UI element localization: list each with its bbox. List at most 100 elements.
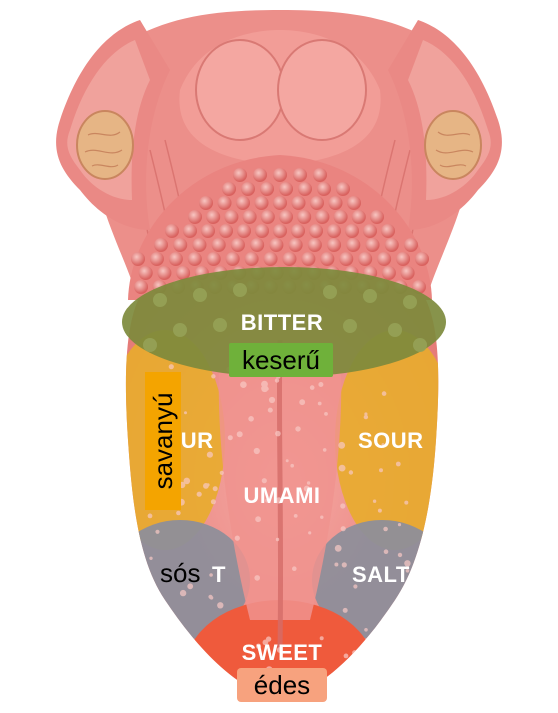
papilla-bump xyxy=(366,238,380,252)
salt-hungarian-label: sós xyxy=(160,560,216,588)
tongue-texture-dot xyxy=(237,431,243,437)
papilla-bump xyxy=(309,224,323,238)
bitter-hungarian-label: keserű xyxy=(229,343,333,377)
salt-right-label: SALT xyxy=(352,562,410,587)
tongue-texture-dot xyxy=(168,639,173,644)
tongue-texture-dot xyxy=(364,628,368,632)
papilla-bump xyxy=(188,210,202,224)
papilla-bump xyxy=(157,266,171,280)
sour-hungarian-text: savanyú xyxy=(150,393,176,490)
papilla-bump xyxy=(315,210,329,224)
papilla-bump xyxy=(308,238,322,252)
papilla-bump xyxy=(245,252,259,266)
tongue-texture-dot xyxy=(169,654,173,658)
papilla-bump xyxy=(218,196,232,210)
sweet-hungarian-text: édes xyxy=(254,672,310,698)
tongue-texture-dot xyxy=(254,575,260,581)
tongue-texture-dot xyxy=(176,511,181,516)
tongue-texture-dot xyxy=(295,426,300,431)
bitter-papilla xyxy=(323,285,337,299)
bitter-papilla xyxy=(143,338,157,352)
tongue-texture-dot xyxy=(248,416,254,422)
papilla-bump xyxy=(201,224,215,238)
sour-right-label: SOUR xyxy=(358,428,424,453)
papilla-bump xyxy=(222,182,236,196)
papilla-bump xyxy=(313,168,327,182)
papilla-bump xyxy=(241,182,255,196)
papilla-bump xyxy=(226,252,240,266)
tongue-texture-dot xyxy=(323,448,327,452)
tongue-texture-dot xyxy=(208,595,212,599)
tongue-texture-dot xyxy=(197,492,202,497)
tongue-texture-dot xyxy=(220,471,224,475)
papilla-bump xyxy=(154,238,168,252)
papilla-bump xyxy=(404,238,418,252)
papilla-bump xyxy=(264,252,278,266)
tongue-texture-dot xyxy=(189,652,194,657)
bitter-papilla xyxy=(153,293,167,307)
tongue-texture-dot xyxy=(352,650,357,655)
papilla-bump xyxy=(279,210,293,224)
papilla-bump xyxy=(381,224,395,238)
sweet-label: SWEET xyxy=(242,640,323,665)
tongue-texture-dot xyxy=(378,661,383,666)
papilla-bump xyxy=(346,238,360,252)
papilla-bump xyxy=(347,196,361,210)
papilla-bump xyxy=(231,238,245,252)
papilla-bump xyxy=(310,196,324,210)
papilla-bump xyxy=(370,210,384,224)
papilla-bump xyxy=(169,252,183,266)
tongue-texture-dot xyxy=(308,531,311,534)
tongue-texture-dot xyxy=(318,382,323,387)
tongue-texture-dot xyxy=(338,442,345,449)
papilla-bump xyxy=(192,238,206,252)
tongue-texture-dot xyxy=(324,412,328,416)
papilla-bump xyxy=(327,238,341,252)
bitter-papilla xyxy=(193,288,207,302)
tongue-texture-dot xyxy=(379,468,383,472)
tongue-texture-dot xyxy=(217,602,223,608)
tongue-texture-dot xyxy=(213,486,218,491)
bitter-papilla xyxy=(388,323,402,337)
papilla-bump xyxy=(243,210,257,224)
tongue-texture-dot xyxy=(339,465,346,472)
bitter-papilla xyxy=(343,319,357,333)
papilla-bump xyxy=(385,238,399,252)
tongue-texture-dot xyxy=(206,483,209,486)
salt-hungarian-text: sós xyxy=(160,558,200,588)
papilla-bump xyxy=(219,224,233,238)
papilla-bump xyxy=(279,182,293,196)
papilla-bump xyxy=(183,224,197,238)
tongue-texture-dot xyxy=(396,462,401,467)
tongue-texture-dot xyxy=(160,657,167,664)
papilla-bump xyxy=(255,224,269,238)
tongue-texture-dot xyxy=(254,448,260,454)
tongue-texture-dot xyxy=(292,566,297,571)
tongue-texture-dot xyxy=(148,514,153,519)
papilla-bump xyxy=(253,168,267,182)
tongue-texture-dot xyxy=(261,381,268,388)
tongue-texture-dot xyxy=(299,399,305,405)
papilla-bump xyxy=(236,196,250,210)
papilla-bump xyxy=(293,168,307,182)
tongue-texture-dot xyxy=(169,364,174,369)
papilla-bump xyxy=(260,182,274,196)
papilla-bump xyxy=(401,266,415,280)
tongue-texture-dot xyxy=(404,501,408,505)
tongue-texture-dot xyxy=(235,536,240,541)
papilla-bump xyxy=(301,252,315,266)
papilla-bump xyxy=(327,224,341,238)
papilla-bump xyxy=(250,238,264,252)
papilla-bump xyxy=(224,210,238,224)
tongue-texture-dot xyxy=(268,408,273,413)
sour-hungarian-label: savanyú xyxy=(145,372,181,510)
bitter-papilla xyxy=(403,295,417,309)
tongue-texture-dot xyxy=(269,397,275,403)
tongue-texture-dot xyxy=(286,459,289,462)
papilla-bump xyxy=(298,182,312,196)
tongue-texture-dot xyxy=(276,538,279,541)
papilla-bump xyxy=(297,210,311,224)
papilla-bump xyxy=(352,210,366,224)
tongue-texture-dot xyxy=(342,562,347,567)
tongue-texture-dot xyxy=(275,378,279,382)
